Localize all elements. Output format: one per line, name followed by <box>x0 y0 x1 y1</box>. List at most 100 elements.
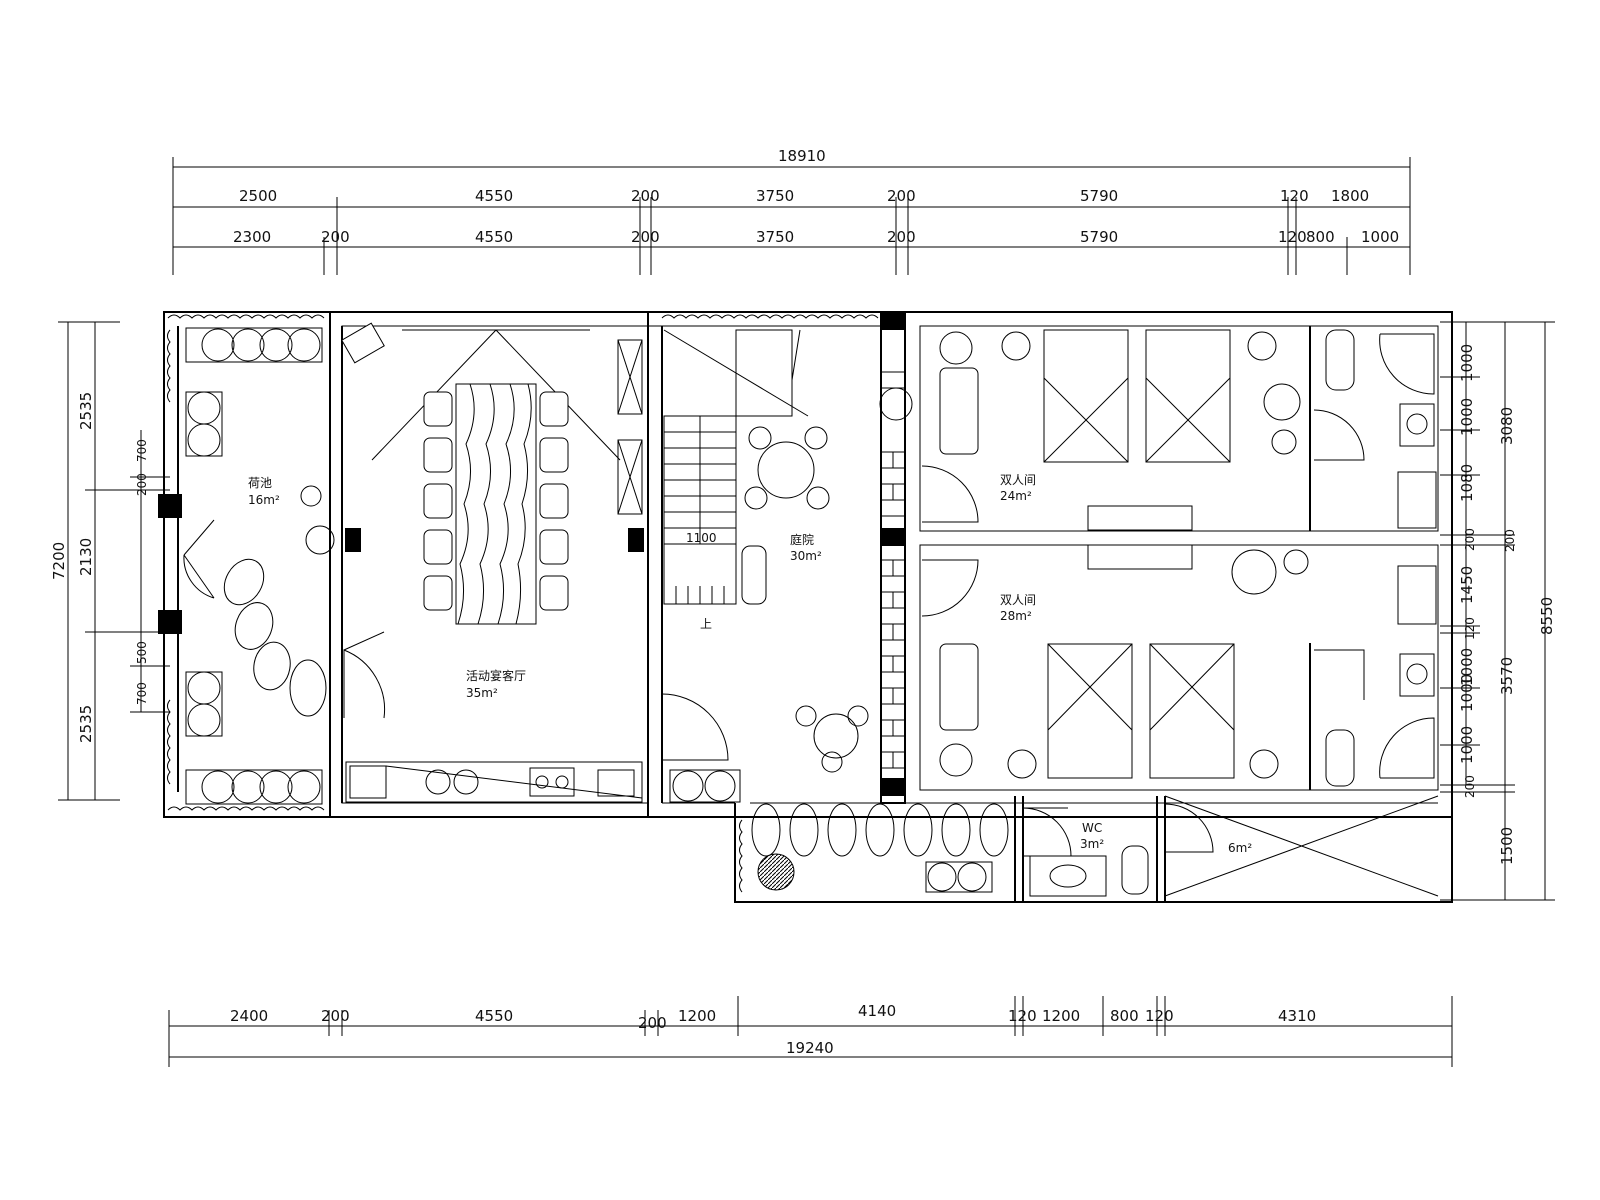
dim-top-row1-d: 3750 <box>756 187 794 205</box>
terrace-door[interactable] <box>183 519 215 599</box>
bed-lamp <box>1001 331 1031 361</box>
round-table-upper <box>744 426 830 510</box>
dim-top-total: 18910 <box>778 147 826 165</box>
stone-edging <box>167 314 879 893</box>
shrub <box>305 525 335 555</box>
room-banquet-name: 活动宴客厅 <box>466 668 526 683</box>
dim-right-inner-j: 200 <box>1463 775 1477 798</box>
banquet-hall-furniture <box>341 322 643 803</box>
garden-lamp <box>300 485 322 507</box>
dim-left-c: 2535 <box>77 705 95 743</box>
room-banquet-area: 35m² <box>466 686 498 700</box>
long-dining-table <box>455 383 537 625</box>
bench <box>741 545 767 605</box>
banquet-door[interactable] <box>343 631 386 719</box>
dim-right-outer-d: 1500 <box>1498 827 1516 865</box>
dim-top-row2-i: 800 <box>1306 228 1335 246</box>
dim-right-inner-e: 1450 <box>1458 566 1476 604</box>
dim-right-inner-c: 1080 <box>1458 464 1476 502</box>
dim-top-row1-e: 200 <box>887 187 916 205</box>
dim-right-inner-a: 1000 <box>1458 344 1476 382</box>
room-double1-area: 24m² <box>1000 489 1032 503</box>
dim-bottom-j: 120 <box>1145 1007 1174 1025</box>
dining-chairs <box>423 391 569 611</box>
bed-right-2 <box>1149 643 1235 779</box>
bed-lamp-2 <box>1247 331 1277 361</box>
dim-top-row2-b: 200 <box>321 228 350 246</box>
dim-right-total: 8550 <box>1538 597 1556 635</box>
dim-right-outer-c: 3570 <box>1498 657 1516 695</box>
dim-bottom-i: 800 <box>1110 1007 1139 1025</box>
dim-right-outer-a: 3080 <box>1498 407 1516 445</box>
dim-bottom-h: 1200 <box>1042 1007 1080 1025</box>
bedroom2-furniture <box>921 544 1309 779</box>
brick-wall-pattern <box>881 371 905 769</box>
dim-left-inner-b: 200 <box>135 473 149 496</box>
planter-box-bottom <box>185 769 323 805</box>
bed-lamp-4 <box>1249 749 1279 779</box>
dim-left-inner-c: 500 <box>135 641 149 664</box>
round-table-lower <box>795 705 869 773</box>
dim-bottom-total: 19240 <box>786 1039 834 1057</box>
sofa-2 <box>939 643 979 731</box>
store-door[interactable] <box>1164 803 1214 853</box>
dim-bottom-f: 4140 <box>858 1002 896 1020</box>
dim-bottom-d: 200 <box>638 1014 667 1032</box>
dim-right-inner-i: 1000 <box>1458 726 1476 764</box>
side-table <box>939 331 973 365</box>
dim-bottom-a: 2400 <box>230 1007 268 1025</box>
wc-fixtures <box>1022 807 1149 897</box>
dim-top-row1-b: 4550 <box>475 187 513 205</box>
bed-left <box>1043 329 1129 463</box>
dim-right-inner-h: 1000 <box>1458 674 1476 712</box>
planter-left-upper <box>185 391 223 457</box>
bedroom2-door[interactable] <box>921 559 979 617</box>
dim-top-row1-f: 5790 <box>1080 187 1118 205</box>
dim-left-a: 2535 <box>77 392 95 430</box>
room-store-area: 6m² <box>1228 841 1252 855</box>
bedroom1-furniture <box>921 329 1301 531</box>
dim-right-inner-d: 200 <box>1463 528 1477 551</box>
dim-right-inner-g: 1000 <box>1458 648 1476 686</box>
armchair <box>1263 383 1301 421</box>
terrace-furniture <box>183 327 335 805</box>
dim-left-inner-d: 700 <box>135 682 149 705</box>
dim-left-b: 2130 <box>77 538 95 576</box>
bed-left-2 <box>1047 643 1133 779</box>
right-dimensions <box>1440 321 1555 901</box>
bottom-dimensions <box>168 996 1453 1067</box>
room-hall-name: 庭院 <box>790 532 814 547</box>
structural-columns <box>158 312 905 796</box>
top-dimensions <box>172 157 1411 275</box>
bathroom1 <box>1313 329 1437 529</box>
dim-top-row2-a: 2300 <box>233 228 271 246</box>
lower-garden <box>751 803 1009 893</box>
dim-bottom-c: 4550 <box>475 1007 513 1025</box>
room-hall-area: 30m² <box>790 549 822 563</box>
room-wc-name: WC <box>1082 821 1102 835</box>
dim-left-total: 7200 <box>50 542 68 580</box>
dim-top-row2: 2300 200 4550 200 3750 200 5790 120 800 … <box>233 228 1399 246</box>
dim-top-row2-c: 4550 <box>475 228 513 246</box>
dim-top-row1-h: 1800 <box>1331 187 1369 205</box>
dim-top-row2-j: 1000 <box>1361 228 1399 246</box>
dim-top-row1-a: 2500 <box>239 187 277 205</box>
bed-lamp-3 <box>1007 749 1037 779</box>
round-stool <box>1271 429 1297 455</box>
planter-box-top <box>185 327 323 363</box>
room-double2-area: 28m² <box>1000 609 1032 623</box>
dim-left-inner-a: 700 <box>135 439 149 462</box>
dim-top-row1: 2500 4550 200 3750 200 5790 120 1800 <box>239 187 1369 205</box>
bedroom1-door[interactable] <box>921 465 979 523</box>
courtyard-door[interactable] <box>661 693 729 761</box>
tv-console-2 <box>1087 544 1193 570</box>
stepping-stones <box>223 558 327 717</box>
stair-width-dim: 1100 <box>686 531 717 545</box>
dim-bottom-row: 2400 200 4550 200 1200 4140 120 1200 800… <box>230 1002 1316 1032</box>
dim-top-row2-d: 200 <box>631 228 660 246</box>
dim-top-row1-g: 120 <box>1280 187 1309 205</box>
dim-top-row2-g: 5790 <box>1080 228 1118 246</box>
dim-top-row2-e: 3750 <box>756 228 794 246</box>
entry-planter <box>669 769 741 803</box>
